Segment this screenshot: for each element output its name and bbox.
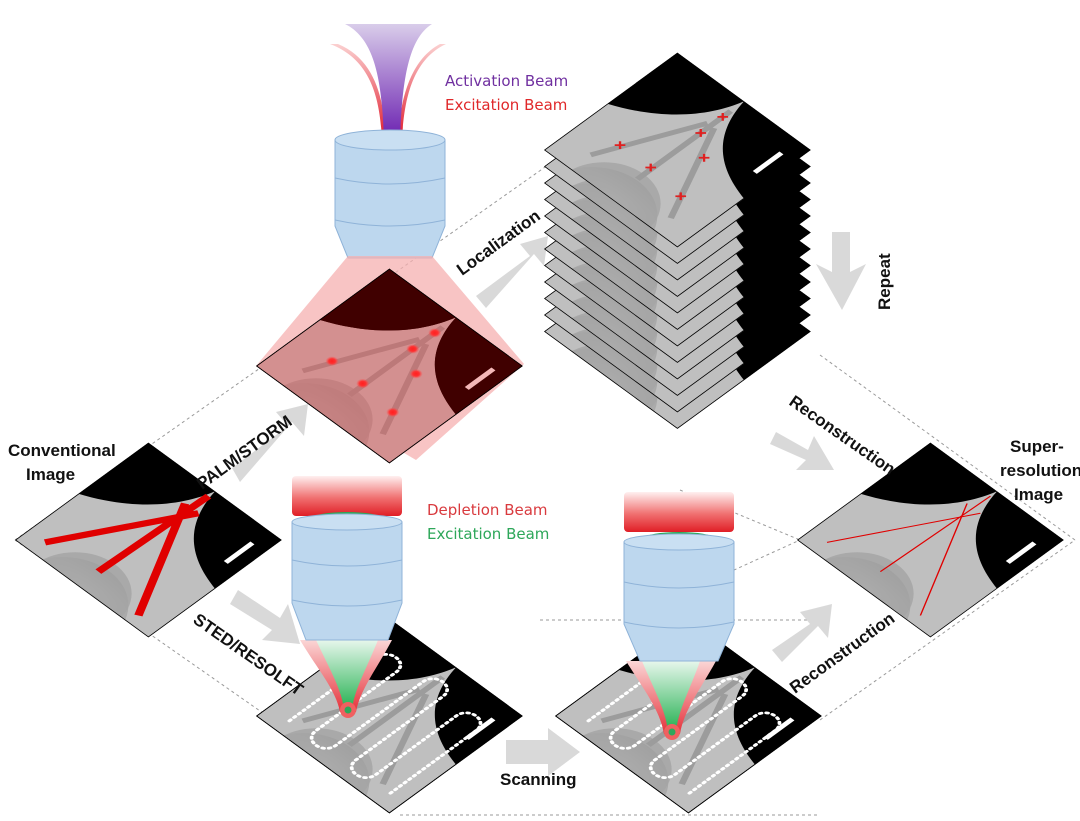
arrow-reconstruction-bottom [772,604,832,662]
excitation-beam-fan [330,44,446,140]
excitation-cone [642,661,700,732]
palm-beams [330,24,446,140]
scan-path [586,653,782,796]
fluorophore-dot [356,378,370,389]
localization-marker [717,112,729,121]
arrow-repeat [816,232,866,310]
scanning-label: Scanning [500,770,577,789]
palm-storm-label: PALM/STORM [193,412,295,494]
localization-marker [698,153,710,162]
fluorophore-dot [409,368,423,379]
arrow-localization [476,236,548,308]
panel-super-resolution-image [797,442,1064,638]
super-resolution-label-line3: Image [1014,485,1063,504]
excitation-cone [316,640,378,710]
flow-arrows [230,232,866,776]
fluorophore-dot [428,328,442,338]
sted-objective-2 [623,492,735,740]
localization-marker [645,163,657,172]
fluorophore-dot [386,407,400,418]
arrow-sted [230,590,300,644]
stack-frame [544,52,811,248]
excitation-beam-label-sted: Excitation Beam [427,525,549,543]
localization-marker [675,192,687,201]
arrow-scanning [506,728,580,776]
panel-localization-stack [544,52,811,429]
super-resolution-label-line2: resolution [1000,461,1080,480]
localization-marker [614,141,626,150]
arrow-palm [232,404,308,482]
scan-path [287,653,483,796]
conventional-image-label-line1: Conventional [8,441,116,460]
sted-objective-1 [291,476,403,718]
panel-conventional-image [15,442,282,638]
fluorophore-dot [325,356,339,366]
repeat-label: Repeat [875,253,894,310]
conventional-image-label-line2: Image [26,465,75,484]
localization-marker [695,129,707,137]
arrow-reconstruction-top [770,432,834,470]
palm-objective [334,129,446,259]
activation-beam-fan [345,24,432,140]
fluorophore-dot [406,344,420,354]
fluorophore-dots [325,328,442,418]
reconstruction-bottom-label: Reconstruction [786,609,898,698]
super-resolution-label-line1: Super- [1010,437,1064,456]
excitation-beam-label-palm: Excitation Beam [445,96,567,114]
depletion-beam-label: Depletion Beam [427,501,548,519]
activation-beam-label: Activation Beam [445,72,568,90]
panel-palm-active [256,268,523,464]
